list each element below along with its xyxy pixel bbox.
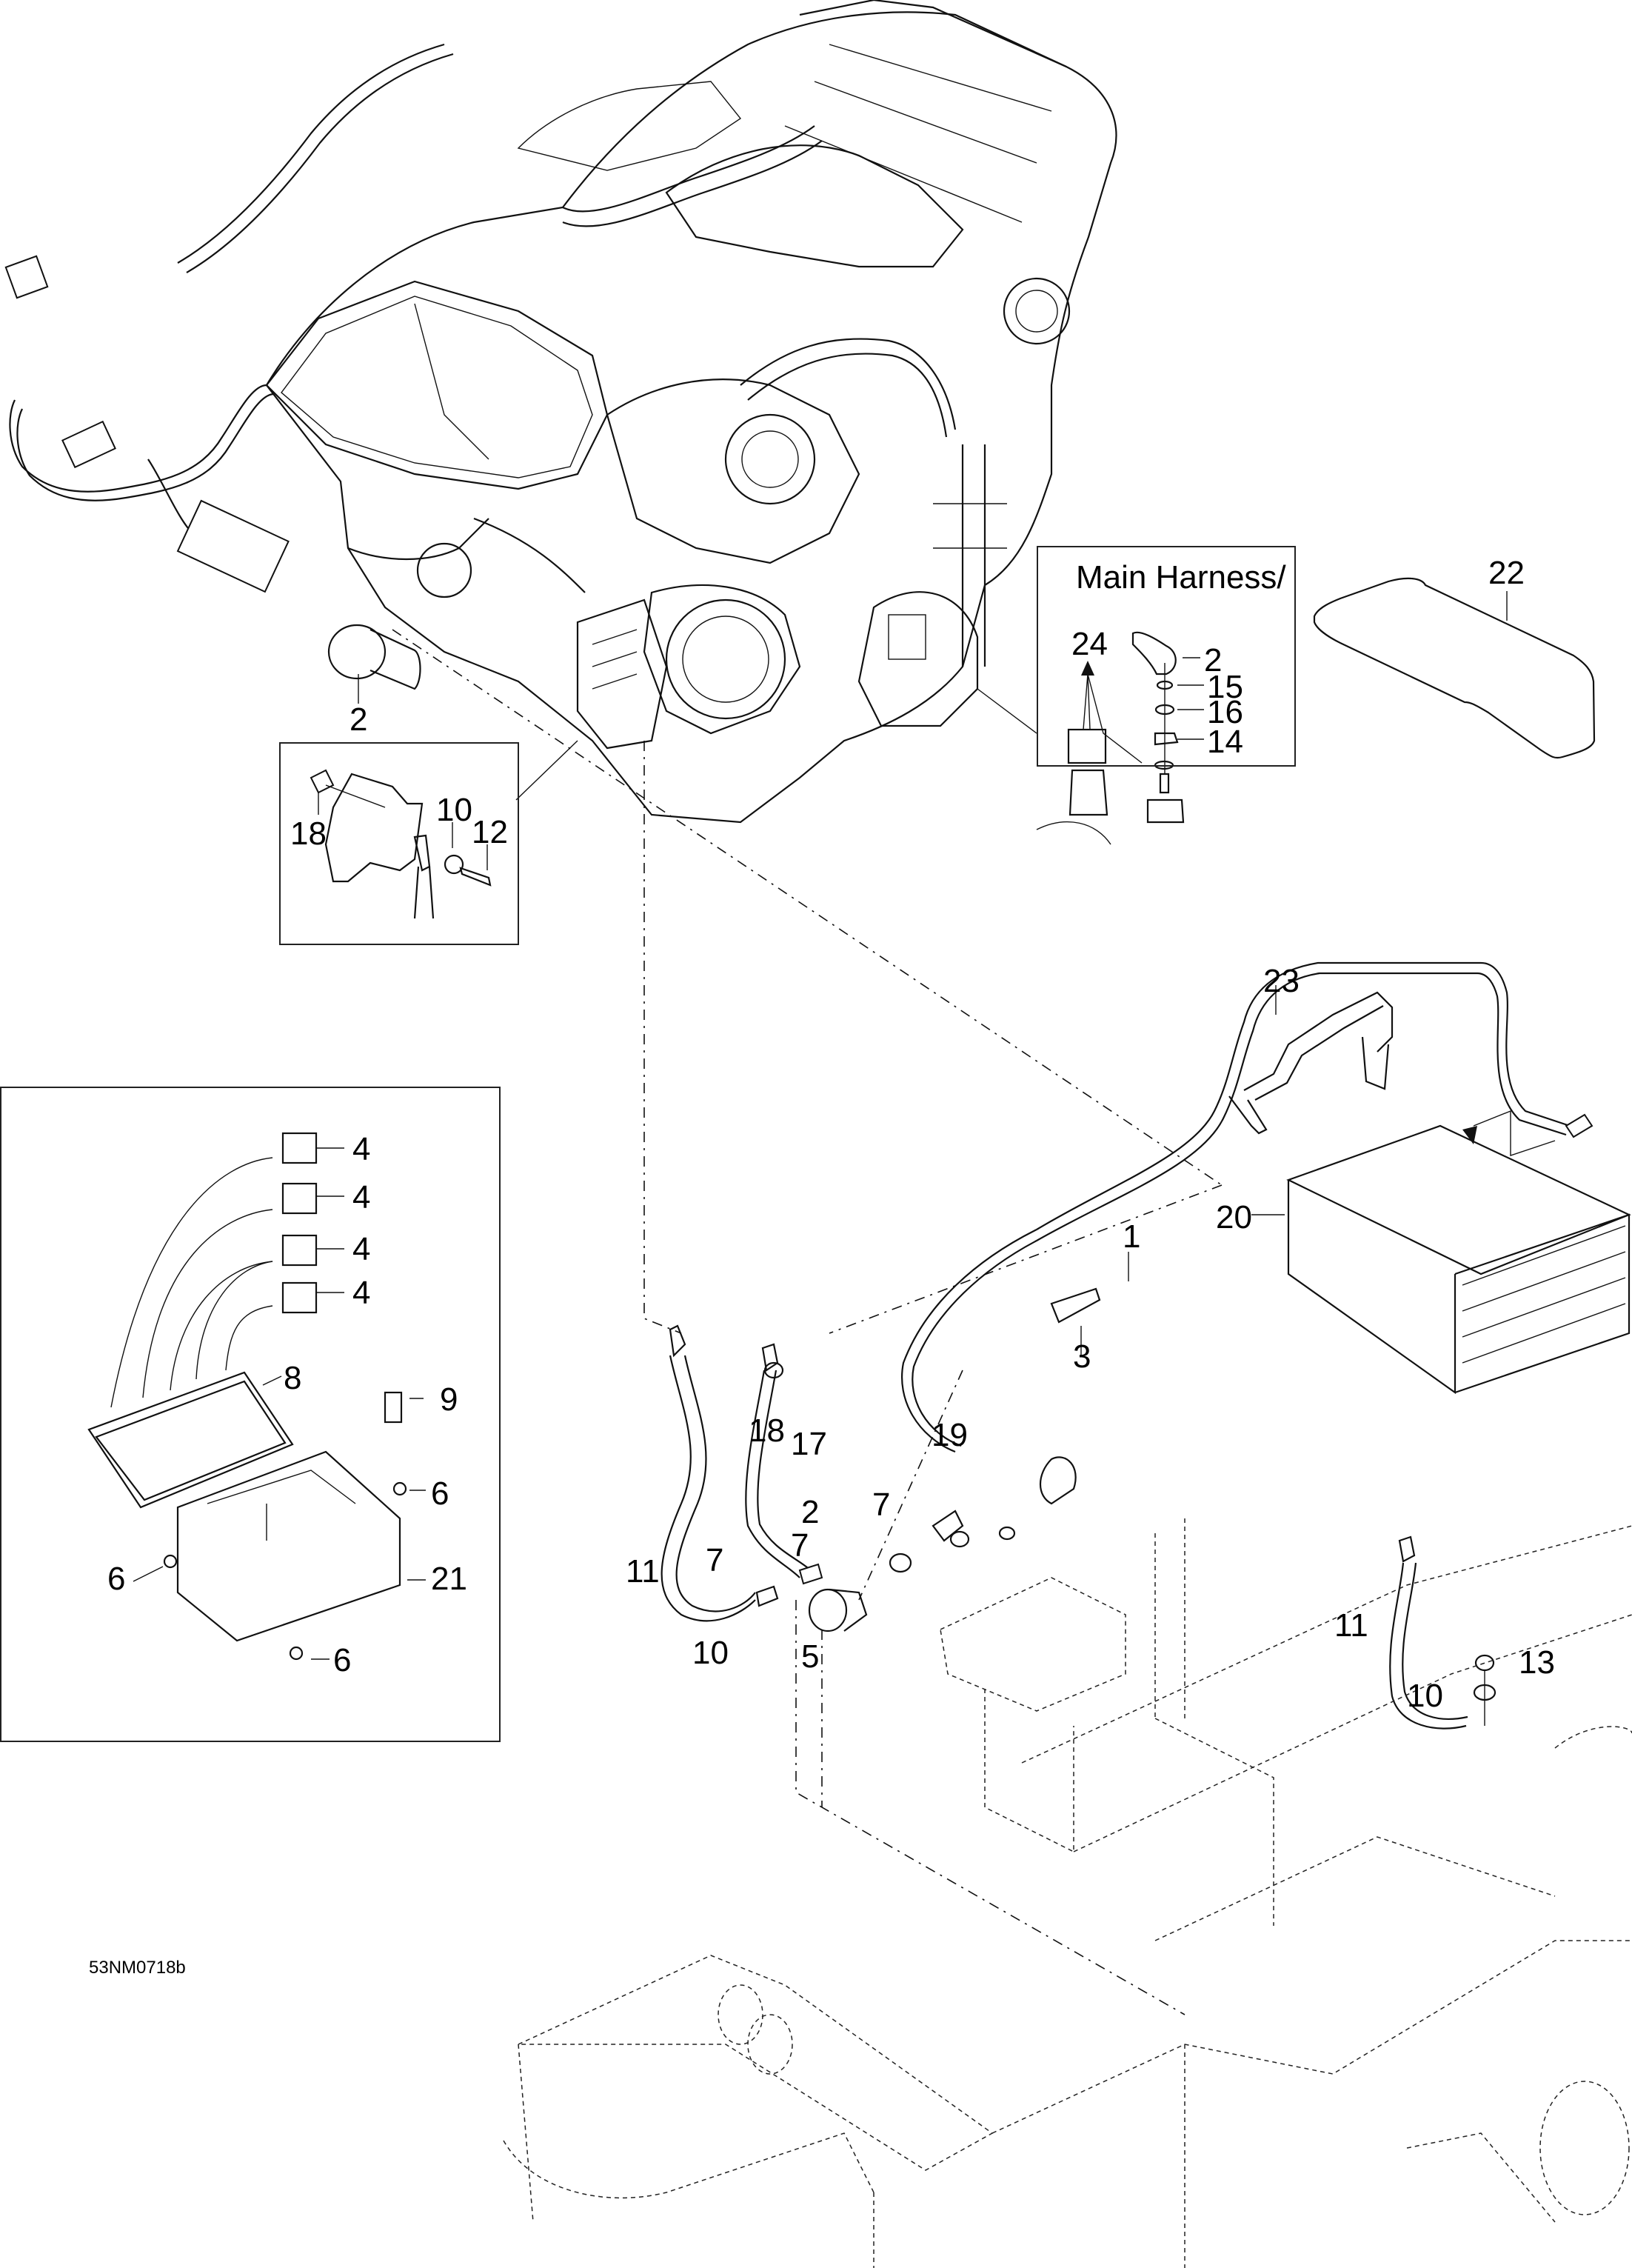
callout-2-mid[interactable]: 2 xyxy=(801,1494,820,1530)
callout-4-fuse-3[interactable]: 4 xyxy=(352,1231,371,1267)
battery-cable-part xyxy=(901,961,1593,1453)
callout-10-mid[interactable]: 10 xyxy=(692,1635,729,1671)
callout-2-cap[interactable]: 2 xyxy=(350,701,368,738)
starter-inset-box xyxy=(279,742,519,945)
callout-11-right[interactable]: 11 xyxy=(1334,1607,1368,1644)
callout-21[interactable]: 21 xyxy=(431,1561,467,1597)
callout-24[interactable]: 24 xyxy=(1071,626,1108,662)
fuse-box-inset-box xyxy=(0,1087,501,1742)
callout-20[interactable]: 20 xyxy=(1216,1199,1252,1235)
callout-11-left[interactable]: 11 xyxy=(626,1553,660,1590)
hold-down-strap-part xyxy=(1228,985,1394,1135)
callout-23[interactable]: 23 xyxy=(1263,963,1300,999)
callout-3[interactable]: 3 xyxy=(1073,1338,1091,1375)
callout-4-fuse-4[interactable]: 4 xyxy=(352,1275,371,1311)
callout-10-starter[interactable]: 10 xyxy=(436,792,472,828)
callout-5[interactable]: 5 xyxy=(801,1638,820,1675)
main-harness-inset-box xyxy=(1037,546,1296,767)
fuse-box-inset-art xyxy=(87,1132,426,1661)
callout-22[interactable]: 22 xyxy=(1488,555,1525,591)
main-harness-inset-art xyxy=(1036,631,1204,845)
callout-18[interactable]: 18 xyxy=(749,1413,785,1449)
callout-12-starter[interactable]: 12 xyxy=(472,814,508,850)
battery-cover-part xyxy=(1313,577,1596,759)
leader-lines xyxy=(392,629,1223,2015)
callout-7-a[interactable]: 7 xyxy=(706,1542,724,1578)
callout-7-b[interactable]: 7 xyxy=(791,1527,809,1564)
terminal-cap-part xyxy=(327,624,421,704)
callout-4-fuse-2[interactable]: 4 xyxy=(352,1179,371,1215)
callout-4-fuse-1[interactable]: 4 xyxy=(352,1131,371,1167)
starter-inset-art xyxy=(310,769,492,919)
callout-6-b[interactable]: 6 xyxy=(107,1561,126,1597)
callout-16[interactable]: 16 xyxy=(1207,694,1243,730)
chassis-frame xyxy=(503,1518,1632,2268)
callout-18-starter[interactable]: 18 xyxy=(290,816,327,852)
callout-9[interactable]: 9 xyxy=(440,1381,458,1418)
callout-8[interactable]: 8 xyxy=(284,1360,302,1396)
reference-code: 53NM0718b xyxy=(89,1958,186,1978)
callout-15[interactable]: 15 xyxy=(1207,669,1243,705)
callout-2-harness[interactable]: 2 xyxy=(1204,642,1223,678)
callout-7-c[interactable]: 7 xyxy=(872,1487,891,1523)
callout-13[interactable]: 13 xyxy=(1519,1644,1555,1681)
main-harness-inset-title: Main Harness/ xyxy=(1076,559,1286,596)
callout-19[interactable]: 19 xyxy=(932,1417,968,1453)
callout-17[interactable]: 17 xyxy=(791,1426,827,1462)
callout-10-right[interactable]: 10 xyxy=(1407,1678,1443,1714)
engine-assembly xyxy=(4,0,1117,824)
starter-cables-part xyxy=(661,1324,1496,1730)
callout-1[interactable]: 1 xyxy=(1123,1218,1141,1255)
callout-6-a[interactable]: 6 xyxy=(431,1475,449,1512)
callout-6-c[interactable]: 6 xyxy=(333,1642,352,1678)
callout-14[interactable]: 14 xyxy=(1207,724,1243,760)
stud-part xyxy=(1050,1287,1101,1355)
battery-part xyxy=(1251,1110,1631,1395)
